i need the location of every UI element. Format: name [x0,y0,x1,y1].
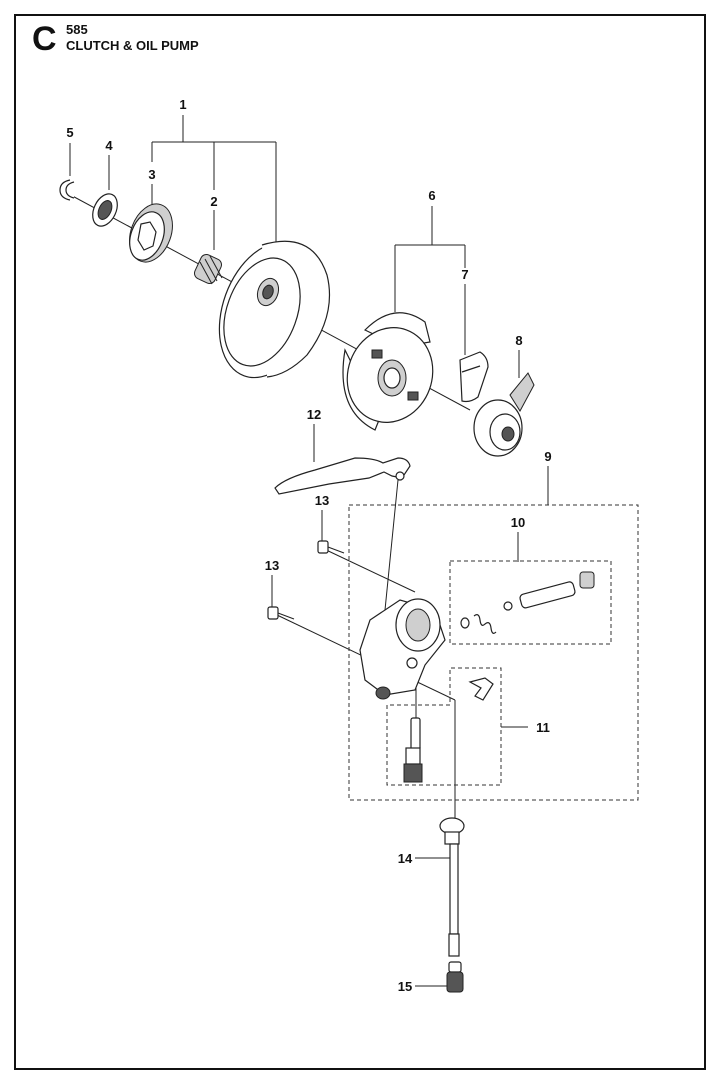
callout-4: 4 [105,138,113,153]
clutch-drum-part [218,240,331,379]
circlip-part [59,179,75,201]
screw-part-upper [317,540,345,554]
pump-piston-part [460,571,595,634]
callout-10: 10 [511,515,525,530]
needle-bearing-part [194,254,223,285]
clutch-part [342,312,434,431]
screw-part-lower [267,606,295,620]
oil-filter-part [446,961,464,993]
diagram-border [14,14,706,1070]
callout-15: 15 [398,979,412,994]
washer-part [92,193,118,227]
section-letter: C [32,20,57,58]
callout-6: 6 [428,188,435,203]
model-number: 585 [66,22,88,37]
worm-gear-part [473,372,535,457]
pump-piston-subgroup-box [449,560,612,645]
diagram-title: CLUTCH & OIL PUMP [66,38,199,53]
callout-1: 1 [179,97,186,112]
adjuster-screw-part [403,717,423,783]
rim-sprocket-part [129,203,173,263]
callout-7: 7 [461,267,468,282]
clutch-spring-part [459,351,489,403]
callout-11: 11 [536,720,550,735]
callout-9: 9 [544,449,551,464]
callout-3: 3 [148,167,155,182]
callout-13-upper: 13 [315,493,329,508]
callout-14: 14 [398,851,413,866]
oil-pump-group-box [348,504,639,801]
callout-8: 8 [515,333,522,348]
callout-12: 12 [307,407,321,422]
callout-labels: 1 2 3 4 5 6 7 8 9 10 11 12 13 13 14 15 [66,97,551,994]
oil-pipe-part [439,817,465,957]
oil-hose-part [274,457,411,495]
adjuster-subgroup-box [386,667,502,786]
callout-2: 2 [210,194,217,209]
callout-13-lower: 13 [265,558,279,573]
callout-5: 5 [66,125,73,140]
oil-pump-part [359,598,494,701]
